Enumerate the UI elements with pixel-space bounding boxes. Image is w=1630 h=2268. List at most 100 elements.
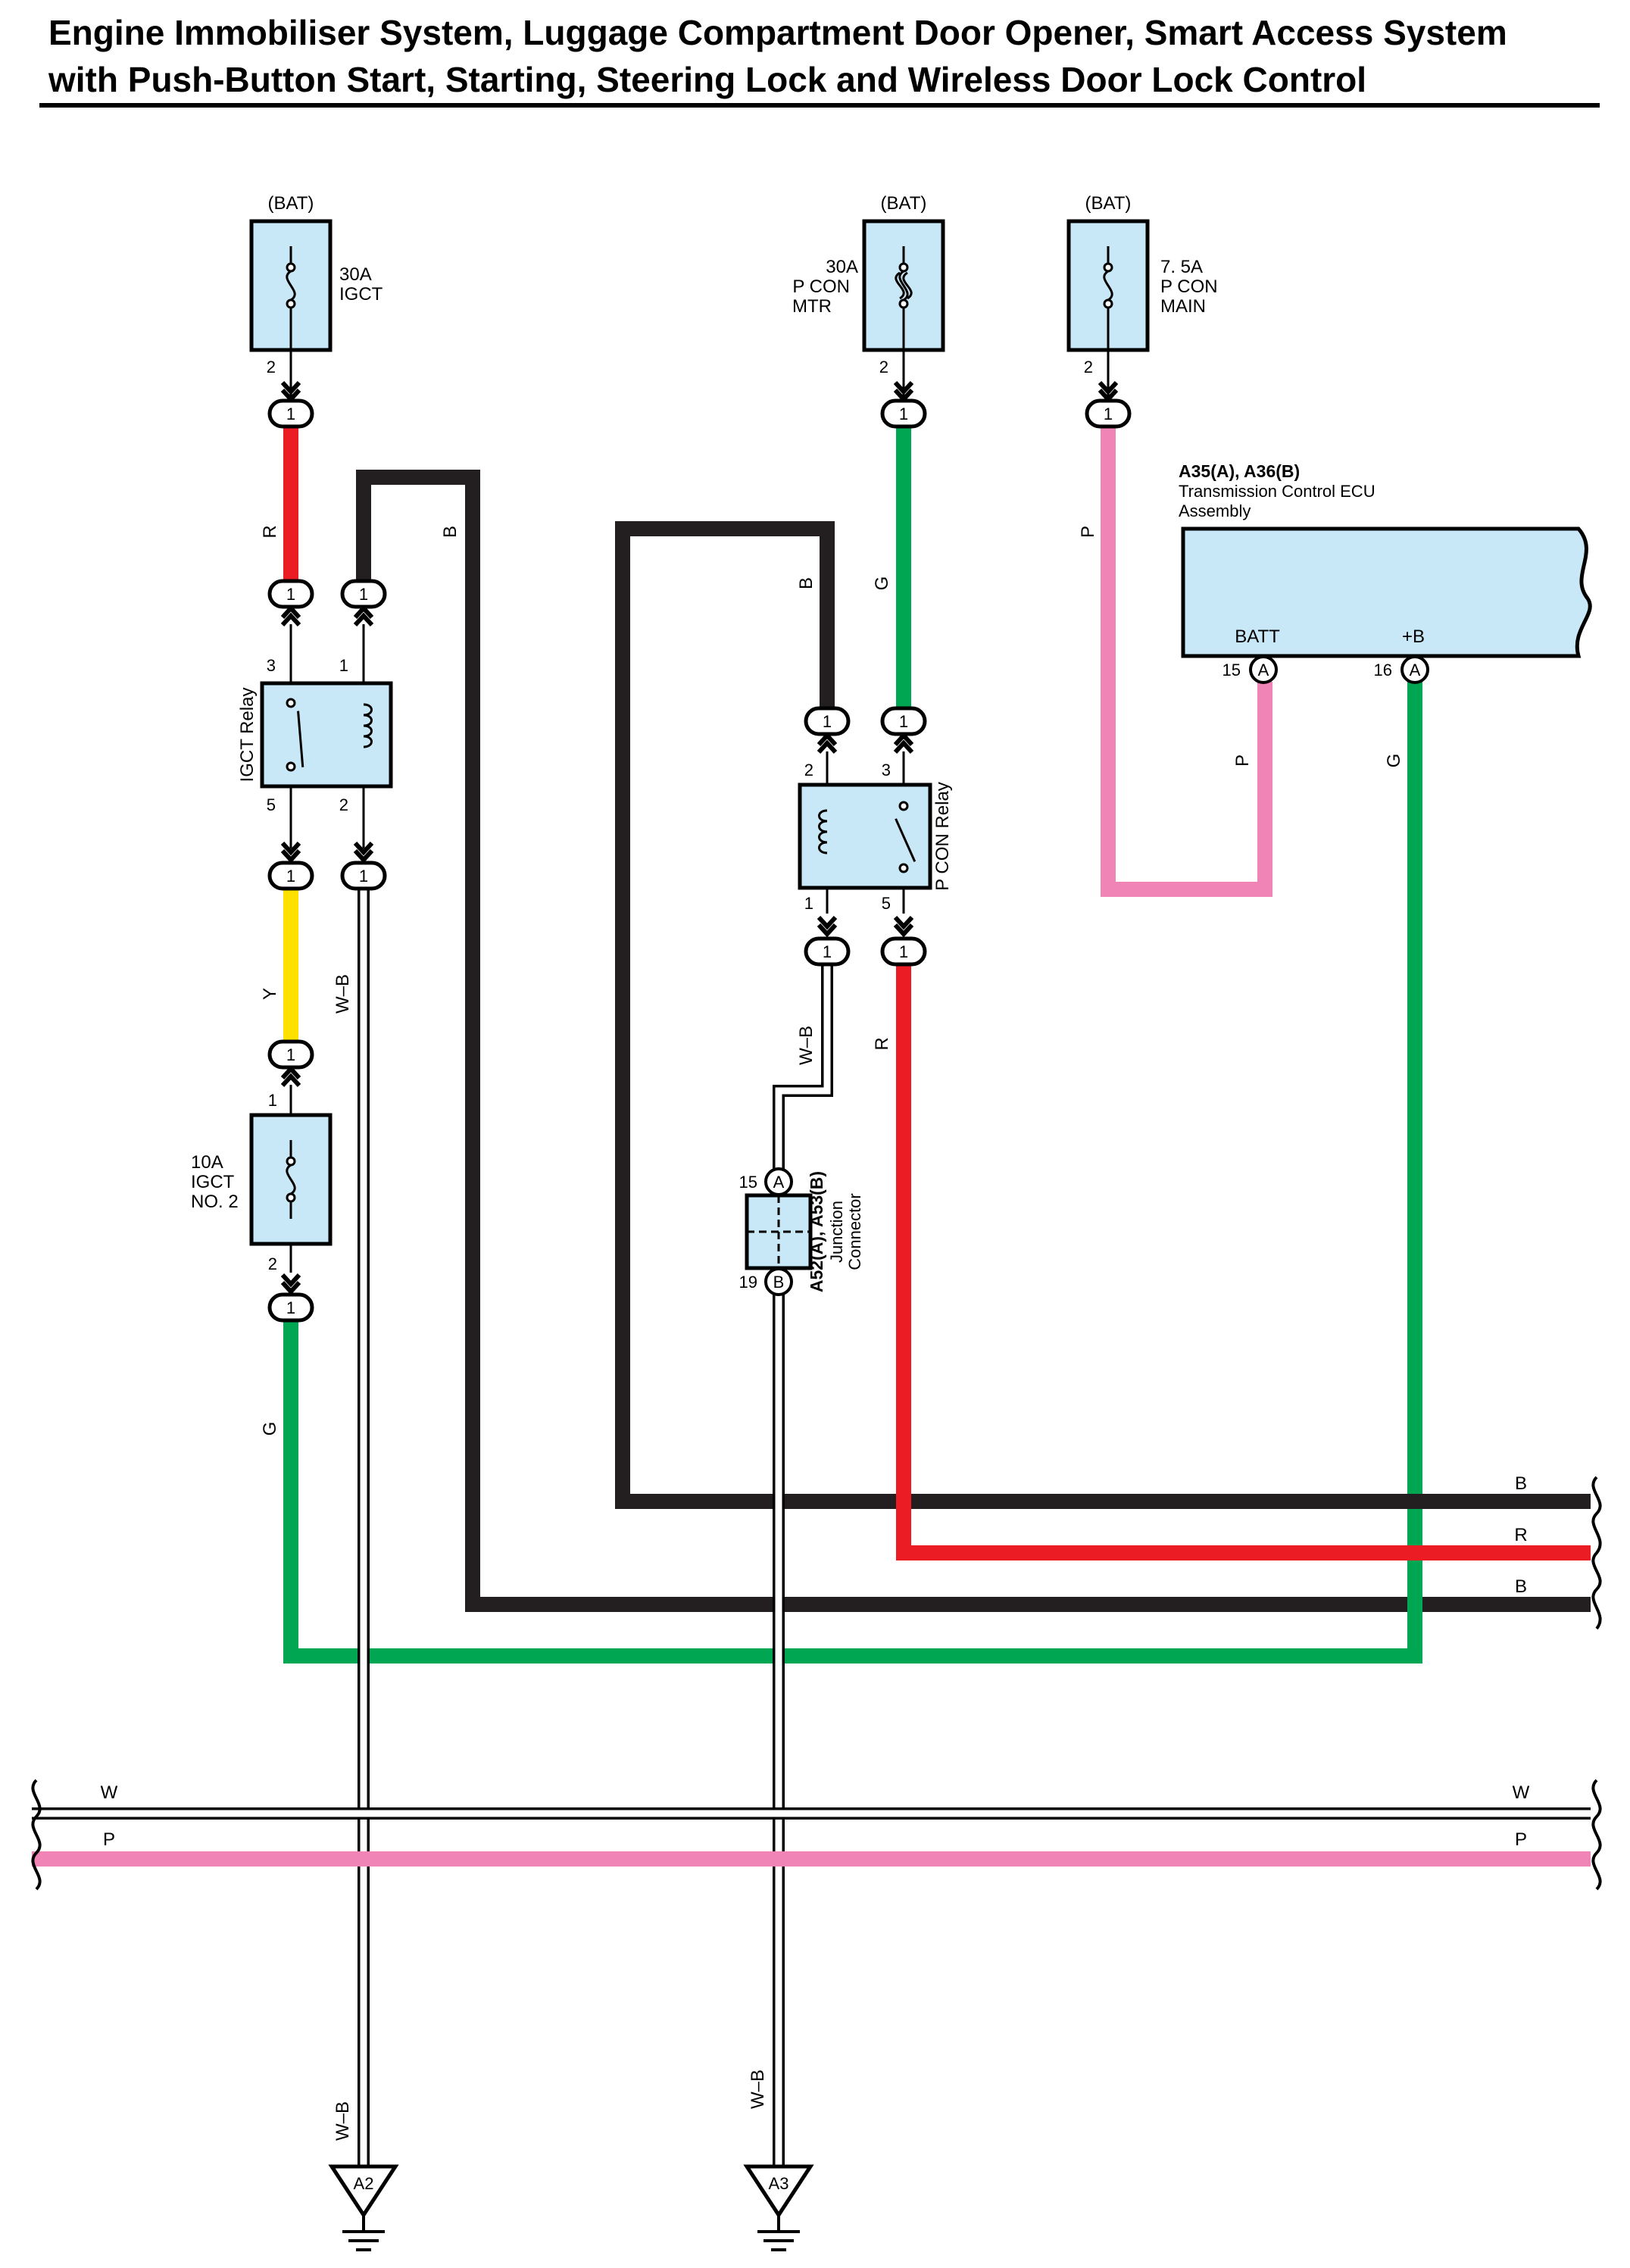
fuse-pconmain-rating: 7. 5A bbox=[1160, 257, 1203, 277]
wire-label-wb3: W–B bbox=[333, 2101, 353, 2141]
wire-g-igct-no2 bbox=[283, 682, 1422, 1664]
wire-label-w-right: W bbox=[1513, 1782, 1530, 1803]
bus-breaks bbox=[31, 1476, 1602, 1891]
fuse-pconmtr-pin: 2 bbox=[879, 358, 888, 376]
fuse-pconmtr-source: (BAT) bbox=[881, 193, 927, 214]
junction-name-2: Connector bbox=[845, 1193, 864, 1270]
fuse-pconmain-connector: 1 bbox=[1104, 405, 1113, 423]
transmission-control-ecu: A35(A), A36(B) Transmission Control ECU … bbox=[1179, 461, 1592, 684]
wire-b-igct-relay bbox=[356, 470, 1591, 1612]
fuse-p-con-main: (BAT) 7. 5A P CON MAIN 2 1 bbox=[1066, 193, 1218, 426]
ecu-b-label: +B bbox=[1402, 626, 1425, 647]
pcon-relay-name: P CON Relay bbox=[932, 782, 953, 891]
junction-id: A52(A), A53(B) bbox=[807, 1171, 826, 1292]
fuse-pconmtr-rating: 30A bbox=[826, 257, 858, 277]
wire-label-p1: P bbox=[1078, 526, 1098, 538]
wire-label-y1: Y bbox=[260, 988, 280, 1000]
junction-name-1: Junction bbox=[827, 1201, 846, 1263]
igct-relay-pin2: 2 bbox=[339, 795, 348, 814]
fuse-igctno2-connector-top: 1 bbox=[286, 1045, 295, 1064]
fuse-pconmain-source: (BAT) bbox=[1085, 193, 1132, 214]
ground-a3: A3 bbox=[743, 2164, 814, 2251]
ecu-batt-pin: 15 bbox=[1222, 661, 1241, 679]
pcon-relay-pin3: 3 bbox=[882, 761, 891, 779]
ecu-b-pin: 16 bbox=[1374, 661, 1392, 679]
wire-label-b1: B bbox=[440, 526, 461, 538]
pcon-relay-conn-2: 1 bbox=[823, 712, 832, 731]
fuse-pconmtr-name2: MTR bbox=[792, 296, 832, 317]
wire-label-g1: G bbox=[872, 576, 892, 591]
ground-a3-label: A3 bbox=[769, 2174, 789, 2193]
fuse-igctno2-rating: 10A bbox=[191, 1152, 223, 1173]
wire-label-r2: R bbox=[872, 1037, 892, 1050]
fuse-pconmain-name1: P CON bbox=[1160, 276, 1218, 297]
wire-label-p-right: P bbox=[1515, 1829, 1527, 1850]
fuse-igct-no2: 1 1 10A IGCT NO. 2 2 1 bbox=[191, 1042, 333, 1320]
wire-label-wb1: W–B bbox=[333, 974, 353, 1014]
fuse-igct-rating: 30A bbox=[339, 264, 372, 285]
ecu-batt-label: BATT bbox=[1235, 626, 1280, 647]
wire-label-g3: G bbox=[260, 1422, 280, 1436]
wire-label-b2: B bbox=[796, 577, 817, 589]
wire-labels: R B B G P P G Y W–B W–B R G B R B W W P … bbox=[101, 525, 1530, 2141]
fuse-p-con-mtr: (BAT) 30A P CON MTR 2 1 bbox=[792, 193, 945, 426]
p-con-relay: 1 1 2 3 P CON Relay 1 5 1 1 bbox=[798, 708, 953, 964]
pcon-relay-pin2: 2 bbox=[804, 761, 813, 779]
ecu-name-2: Assembly bbox=[1179, 501, 1251, 520]
title-underline bbox=[39, 103, 1600, 108]
fuse-igctno2-pin-top: 1 bbox=[268, 1091, 277, 1110]
junction-conn-top: A bbox=[773, 1173, 785, 1192]
igct-relay-conn-2: 1 bbox=[359, 867, 368, 886]
wire-label-bus-r: R bbox=[1514, 1525, 1527, 1545]
fuse-pconmain-pin: 2 bbox=[1084, 358, 1093, 376]
ecu-id: A35(A), A36(B) bbox=[1179, 461, 1300, 481]
igct-relay-pin5: 5 bbox=[267, 795, 276, 814]
fuse-igctno2-name1: IGCT bbox=[191, 1172, 235, 1192]
wire-b-pcon-relay bbox=[615, 521, 1591, 1509]
pcon-relay-conn-1: 1 bbox=[823, 942, 832, 961]
igct-relay-conn-3: 1 bbox=[286, 585, 295, 604]
pcon-relay-conn-3: 1 bbox=[899, 712, 908, 731]
wires bbox=[32, 426, 1591, 2166]
pcon-relay-conn-5: 1 bbox=[899, 942, 908, 961]
pcon-relay-pin5: 5 bbox=[882, 894, 891, 913]
ecu-batt-connector: A bbox=[1258, 661, 1269, 679]
title-line-2: with Push-Button Start, Starting, Steeri… bbox=[48, 60, 1367, 99]
ground-a2-label: A2 bbox=[354, 2174, 374, 2193]
fuse-igct-name: IGCT bbox=[339, 284, 383, 305]
fuse-igct-source: (BAT) bbox=[268, 193, 314, 214]
junction-conn-bottom: B bbox=[773, 1273, 785, 1292]
junction-pin-top: 15 bbox=[739, 1173, 757, 1192]
ecu-name-1: Transmission Control ECU bbox=[1179, 482, 1376, 501]
wire-p-pcon-main bbox=[1101, 426, 1272, 897]
igct-relay-conn-1: 1 bbox=[359, 585, 368, 604]
wire-label-p-left: P bbox=[103, 1829, 115, 1850]
wire-label-wb2: W–B bbox=[796, 1026, 817, 1065]
junction-connector: A 15 B 19 A52(A), A53(B) Junction Connec… bbox=[739, 1167, 864, 1296]
pcon-relay-pin1: 1 bbox=[804, 894, 813, 913]
igct-relay: 1 1 3 1 IGCT Relay 5 2 1 1 bbox=[237, 581, 393, 889]
wire-label-w-left: W bbox=[101, 1782, 118, 1803]
fuse-igctno2-pin-bottom: 2 bbox=[268, 1254, 277, 1273]
wire-r-pcon-relay bbox=[896, 951, 1591, 1560]
wire-label-g2: G bbox=[1384, 754, 1404, 768]
title-line-1: Engine Immobiliser System, Luggage Compa… bbox=[48, 13, 1507, 52]
ecu-b-connector: A bbox=[1410, 661, 1421, 679]
fuse-igct-connector: 1 bbox=[286, 405, 295, 423]
wire-label-bus-b2: B bbox=[1515, 1576, 1527, 1597]
igct-relay-pin3: 3 bbox=[267, 656, 276, 675]
wire-label-r1: R bbox=[260, 525, 280, 538]
fuse-igct-pin: 2 bbox=[267, 358, 276, 376]
fuse-pconmtr-connector: 1 bbox=[899, 405, 908, 423]
junction-pin-bottom: 19 bbox=[739, 1273, 757, 1292]
page-title: Engine Immobiliser System, Luggage Compa… bbox=[48, 9, 1609, 103]
igct-relay-name: IGCT Relay bbox=[237, 688, 258, 783]
wire-label-p2: P bbox=[1232, 754, 1253, 767]
igct-relay-conn-5: 1 bbox=[286, 867, 295, 886]
wire-label-wb4: W–B bbox=[748, 2070, 768, 2109]
fuse-pconmtr-name1: P CON bbox=[792, 276, 850, 297]
wire-label-bus-b1: B bbox=[1515, 1473, 1527, 1494]
wire-wb-pcon bbox=[773, 951, 833, 1182]
fuse-igct: (BAT) 30A IGCT 2 1 bbox=[249, 193, 383, 426]
